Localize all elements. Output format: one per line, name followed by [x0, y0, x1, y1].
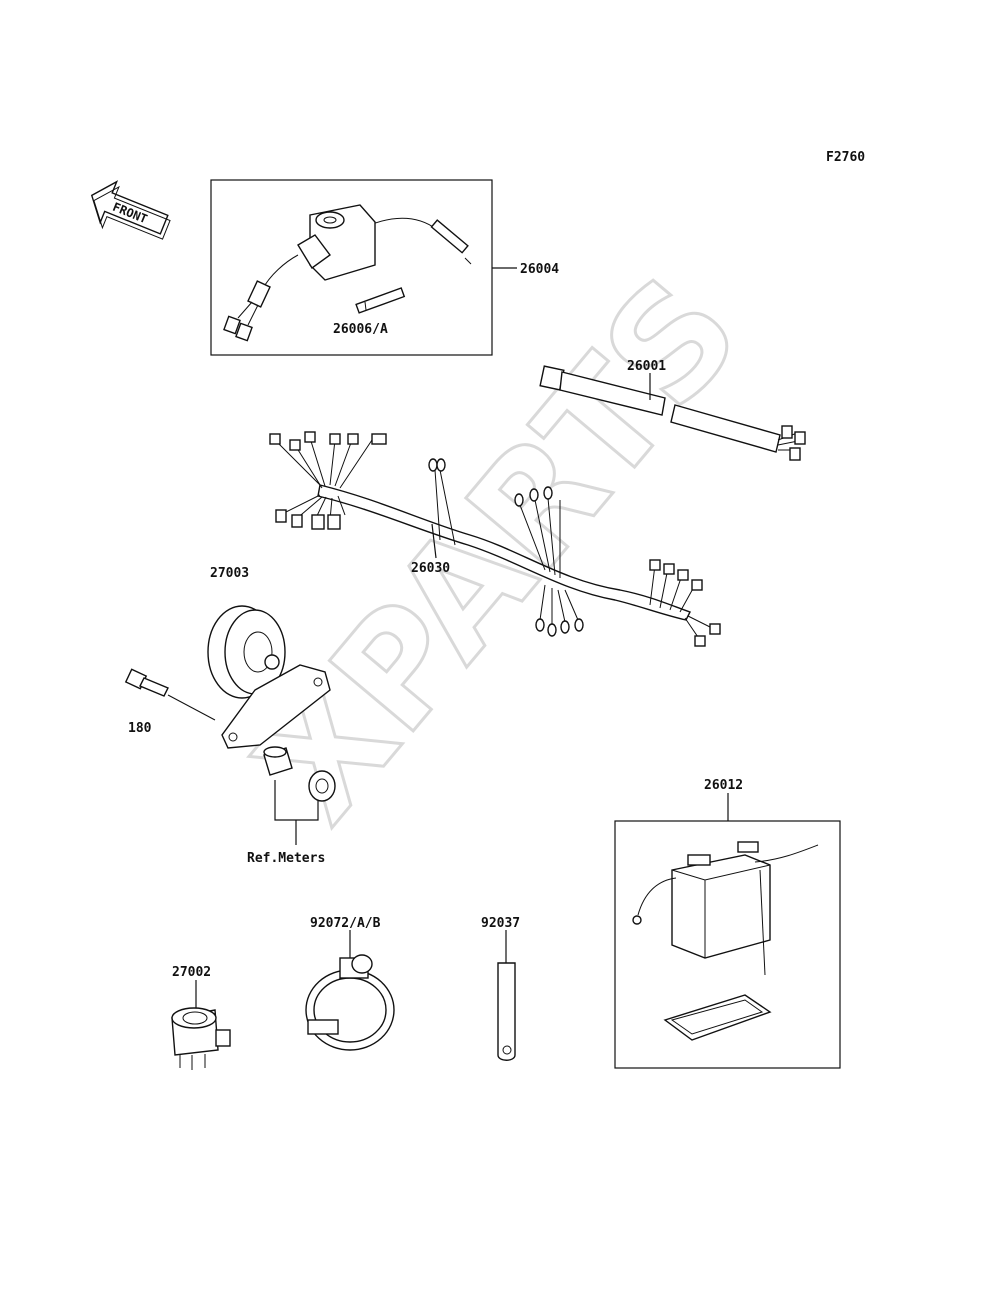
switch-27002	[171, 1007, 231, 1070]
label-26012: 26012	[704, 778, 743, 793]
label-92037: 92037	[481, 916, 520, 931]
label-26001: 26001	[627, 359, 666, 374]
label-27003: 27003	[210, 566, 249, 581]
label-27002: 27002	[172, 965, 211, 980]
figure-code: F2760	[826, 150, 865, 165]
label-92072: 92072/A/B	[310, 916, 381, 931]
strap-92037	[497, 962, 516, 1061]
main-harness-26030	[269, 431, 721, 647]
ignition-coil-26004	[223, 204, 472, 342]
label-ref-meters: Ref.Meters	[247, 851, 325, 866]
leader-26030	[431, 523, 437, 559]
fuse-26006	[355, 287, 406, 314]
leader-ref-meters	[274, 780, 319, 845]
label-26006: 26006/A	[333, 322, 388, 337]
grommet	[308, 770, 336, 802]
meter-bracket-27003	[207, 605, 331, 749]
bolt-180	[124, 668, 216, 721]
clamp-92072	[305, 954, 395, 1051]
label-26030: 26030	[411, 561, 450, 576]
label-180: 180	[128, 721, 152, 736]
battery-26012	[632, 841, 819, 1041]
front-arrow-icon: FRONT	[90, 180, 171, 240]
label-26004: 26004	[520, 262, 559, 277]
collar	[263, 746, 293, 776]
lead-wire-26001	[539, 365, 806, 461]
